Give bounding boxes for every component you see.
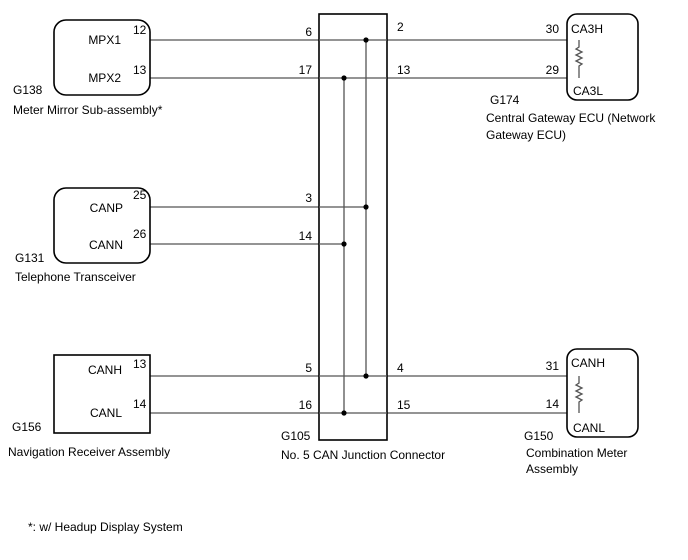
pin-label: CANP <box>90 201 123 215</box>
terminating-resistor-icon <box>574 40 584 78</box>
junction-pin-left: 5 <box>305 361 312 375</box>
pin-number: 14 <box>546 397 560 411</box>
junction-pin-left: 17 <box>299 63 313 77</box>
splice-dot <box>363 37 369 43</box>
pin-number: 30 <box>546 22 560 36</box>
pin-number: 14 <box>133 397 147 411</box>
navigation-box <box>53 354 151 434</box>
pin-label: CA3H <box>571 22 603 36</box>
pin-label: MPX2 <box>88 71 121 85</box>
pin-number: 26 <box>133 227 147 241</box>
component-name: Assembly <box>526 462 578 476</box>
junction-pin-left: 3 <box>305 191 312 205</box>
pin-label: CANL <box>573 421 605 435</box>
junction-pin-left: 16 <box>299 398 313 412</box>
gateway-box <box>566 13 639 101</box>
splice-dot <box>363 204 369 210</box>
junction-pin-right: 13 <box>397 63 411 77</box>
pin-label: MPX1 <box>88 33 121 47</box>
footnote: *: w/ Headup Display System <box>28 520 183 534</box>
component-code: G138 <box>13 83 43 97</box>
component-code: G156 <box>12 420 42 434</box>
junction-pin-right: 4 <box>397 361 404 375</box>
pin-number: 25 <box>133 188 147 202</box>
component-code: G150 <box>524 429 554 443</box>
pin-number: 13 <box>133 357 147 371</box>
component-name: Central Gateway ECU (Network <box>486 111 656 125</box>
pin-number: 12 <box>133 23 147 37</box>
component-code: G131 <box>15 251 45 265</box>
junction-connector-box <box>318 13 388 441</box>
component-name: Combination Meter <box>526 446 627 460</box>
splice-dot <box>341 410 347 416</box>
component-name: Meter Mirror Sub-assembly* <box>13 103 163 117</box>
pin-label: CANH <box>88 363 122 377</box>
pin-number: 13 <box>133 63 147 77</box>
component-code: G174 <box>490 93 520 107</box>
splice-dot <box>363 373 369 379</box>
junction-pin-right: 2 <box>397 20 404 34</box>
splice-dot <box>341 75 347 81</box>
telephone-box <box>53 187 151 264</box>
junction-name: No. 5 CAN Junction Connector <box>281 448 445 462</box>
terminating-resistor-icon <box>574 376 584 413</box>
pin-label: CANL <box>90 406 122 420</box>
junction-pin-left: 6 <box>305 25 312 39</box>
junction-pin-left: 14 <box>299 229 313 243</box>
meter-mirror-box <box>53 19 151 96</box>
pin-number: 31 <box>546 359 560 373</box>
combination-meter-box <box>566 348 639 438</box>
component-name: Navigation Receiver Assembly <box>8 445 170 459</box>
junction-code: G105 <box>281 429 311 443</box>
junction-pin-right: 15 <box>397 398 411 412</box>
pin-label: CANN <box>89 238 123 252</box>
component-name: Telephone Transceiver <box>15 270 136 284</box>
splice-dot <box>341 241 347 247</box>
pin-label: CANH <box>571 356 605 370</box>
pin-number: 29 <box>546 63 560 77</box>
component-name: Gateway ECU) <box>486 128 566 142</box>
pin-label: CA3L <box>573 84 603 98</box>
